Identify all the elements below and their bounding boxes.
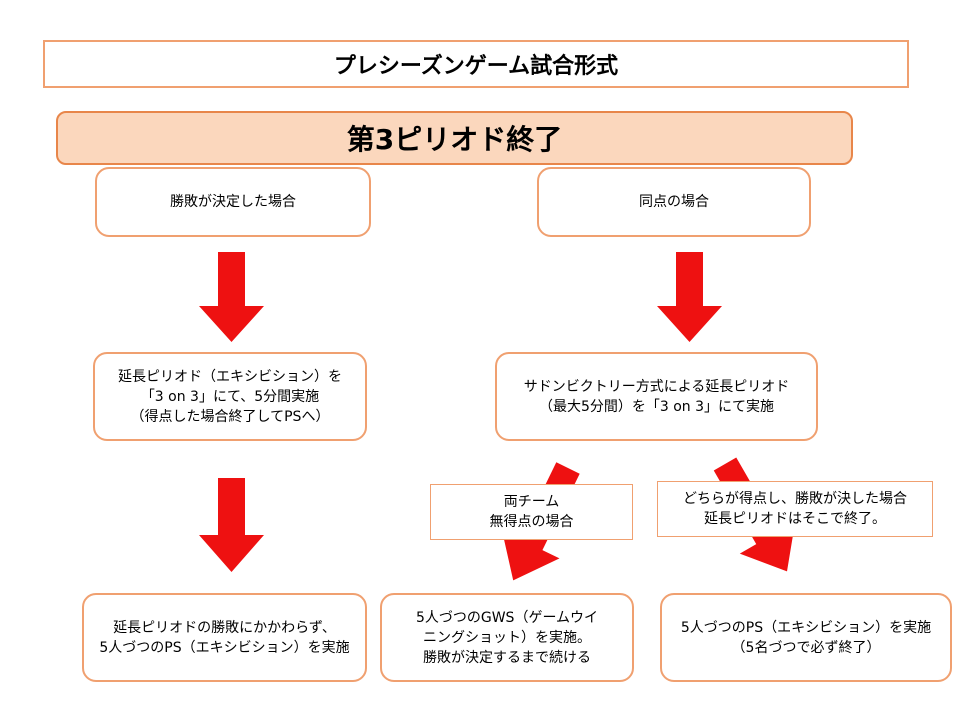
page-title: プレシーズンゲーム試合形式 (43, 40, 909, 88)
left-ps-box: 延長ピリオドの勝敗にかかわらず、 5人づつのPS（エキシビション）を実施 (82, 593, 367, 682)
down-arrow-left-1 (199, 252, 264, 342)
third-period-end-banner: 第3ピリオド終了 (56, 111, 853, 165)
gws-box: 5人づつのGWS（ゲームウイ ニングショット）を実施。 勝敗が決定するまで続ける (380, 593, 634, 682)
down-arrow-right-1 (657, 252, 722, 342)
decided-condition-box: 勝敗が決定した場合 (95, 167, 371, 237)
down-arrow-left-2 (199, 478, 264, 572)
exhibition-overtime-box: 延長ピリオド（エキシビション）を 「3 on 3」にて、5分間実施 （得点した場… (93, 352, 367, 441)
sudden-victory-overtime-box: サドンビクトリー方式による延長ピリオド （最大5分間）を「3 on 3」にて実施 (495, 352, 818, 441)
tied-condition-box: 同点の場合 (537, 167, 811, 237)
no-score-label: 両チーム 無得点の場合 (430, 484, 633, 540)
scored-label: どちらが得点し、勝敗が決した場合 延長ピリオドはそこで終了。 (657, 481, 933, 537)
right-ps-box: 5人づつのPS（エキシビション）を実施 （5名づつで必ず終了） (660, 593, 952, 682)
